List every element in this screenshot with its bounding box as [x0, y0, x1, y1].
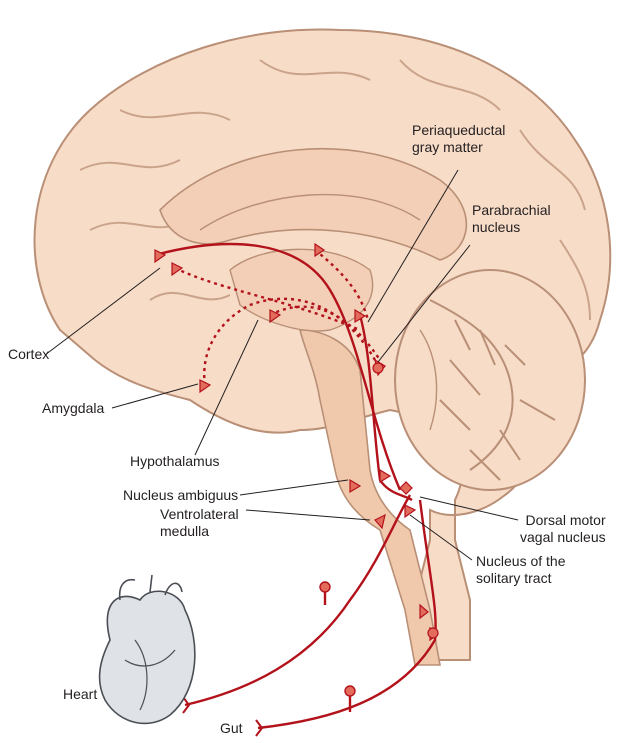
cerebellum-icon — [395, 270, 585, 490]
label-hypothalamus-text: Hypothalamus — [130, 453, 220, 470]
label-dorsal-motor-line1: Dorsal motor — [520, 512, 606, 529]
label-ventrolateral: Ventrolateral medulla — [160, 506, 239, 540]
label-ventrolateral-line2: medulla — [160, 523, 239, 540]
label-periaqueductal-line2: gray matter — [412, 139, 505, 156]
label-periaqueductal-line1: Periaqueductal — [412, 122, 505, 139]
label-amygdala-text: Amygdala — [42, 400, 104, 417]
label-parabrachial-line1: Parabrachial — [472, 202, 551, 219]
label-nucleus-ambiguus: Nucleus ambiguus — [123, 487, 238, 504]
label-hypothalamus: Hypothalamus — [130, 453, 220, 470]
heart-ganglion-icon — [320, 582, 330, 592]
label-gut-text: Gut — [220, 720, 243, 737]
label-heart-text: Heart — [63, 686, 97, 703]
label-parabrachial-line2: nucleus — [472, 219, 551, 236]
label-parabrachial: Parabrachial nucleus — [472, 202, 551, 236]
label-solitary: Nucleus of the solitary tract — [476, 553, 566, 587]
label-periaqueductal: Periaqueductal gray matter — [412, 122, 505, 156]
label-gut: Gut — [220, 720, 243, 737]
label-amygdala: Amygdala — [42, 400, 104, 417]
label-ventrolateral-line1: Ventrolateral — [160, 506, 239, 523]
label-solitary-line2: solitary tract — [476, 570, 566, 587]
heart-icon — [100, 575, 195, 723]
label-cortex-text: Cortex — [8, 346, 49, 363]
gut-ganglion-icon — [345, 686, 355, 696]
label-nucleus-ambiguus-text: Nucleus ambiguus — [123, 487, 238, 504]
label-solitary-line1: Nucleus of the — [476, 553, 566, 570]
label-dorsal-motor: Dorsal motor vagal nucleus — [520, 512, 606, 546]
label-cortex: Cortex — [8, 346, 49, 363]
label-dorsal-motor-line2: vagal nucleus — [520, 529, 606, 546]
label-heart: Heart — [63, 686, 97, 703]
